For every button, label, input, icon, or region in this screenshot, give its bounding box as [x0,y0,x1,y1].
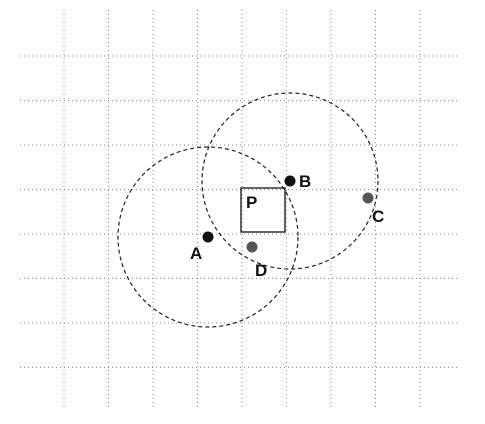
point-b [284,175,296,187]
point-label-b: B [299,172,311,191]
point-d [246,241,258,253]
square-p [240,187,286,233]
point-label-c: C [372,207,384,226]
dashed-circle-a [117,146,299,328]
square-label-p: P [246,193,257,212]
dashed-circle-b [201,92,379,270]
point-label-a: A [190,244,202,263]
point-label-d: D [255,261,267,280]
point-c [362,192,374,204]
dotted-grid [20,10,460,408]
point-a [202,231,214,243]
